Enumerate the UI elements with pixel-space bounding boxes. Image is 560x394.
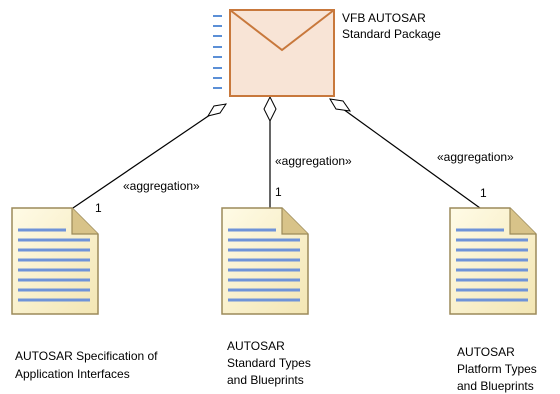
multiplicity-right: 1: [480, 186, 487, 200]
multiplicity-left: 1: [95, 201, 102, 215]
document-2-name-line1: AUTOSAR: [227, 339, 285, 353]
document-icon: [221, 207, 309, 315]
document-1-name-line1: AUTOSAR Specification of: [15, 349, 158, 363]
document-3-name-line3: and Blueprints: [457, 379, 534, 393]
aggregation-stereotype-right: «aggregation»: [437, 150, 514, 164]
tick-marks: [213, 15, 222, 89]
document-element-2[interactable]: AUTOSAR Standard Types and Blueprints: [221, 207, 311, 387]
document-icon: [11, 207, 99, 315]
document-element-1[interactable]: AUTOSAR Specification of Application Int…: [11, 207, 158, 381]
package-name-line1: VFB AUTOSAR: [342, 11, 426, 25]
multiplicity-middle: 1: [275, 185, 282, 199]
aggregation-diamond: [329, 98, 352, 112]
aggregation-connector-middle[interactable]: [263, 95, 277, 208]
package-element[interactable]: VFB AUTOSAR Standard Package: [213, 9, 441, 97]
aggregation-stereotype-left: «aggregation»: [123, 179, 200, 193]
aggregation-stereotype-middle: «aggregation»: [275, 154, 352, 168]
aggregation-diamond: [263, 95, 277, 123]
aggregation-connector-left[interactable]: [69, 103, 228, 211]
document-3-name-line1: AUTOSAR: [457, 345, 515, 359]
document-3-name-line2: Platform Types: [457, 362, 537, 376]
package-name-line2: Standard Package: [342, 27, 441, 41]
document-2-name-line3: and Blueprints: [227, 373, 304, 387]
document-icon: [449, 207, 537, 315]
document-element-3[interactable]: AUTOSAR Platform Types and Blueprints: [449, 207, 537, 393]
aggregation-diamond: [206, 103, 228, 117]
document-1-name-line2: Application Interfaces: [15, 367, 130, 381]
envelope-icon: [229, 9, 335, 97]
aggregation-connector-right[interactable]: [329, 98, 481, 209]
document-2-name-line2: Standard Types: [227, 356, 311, 370]
